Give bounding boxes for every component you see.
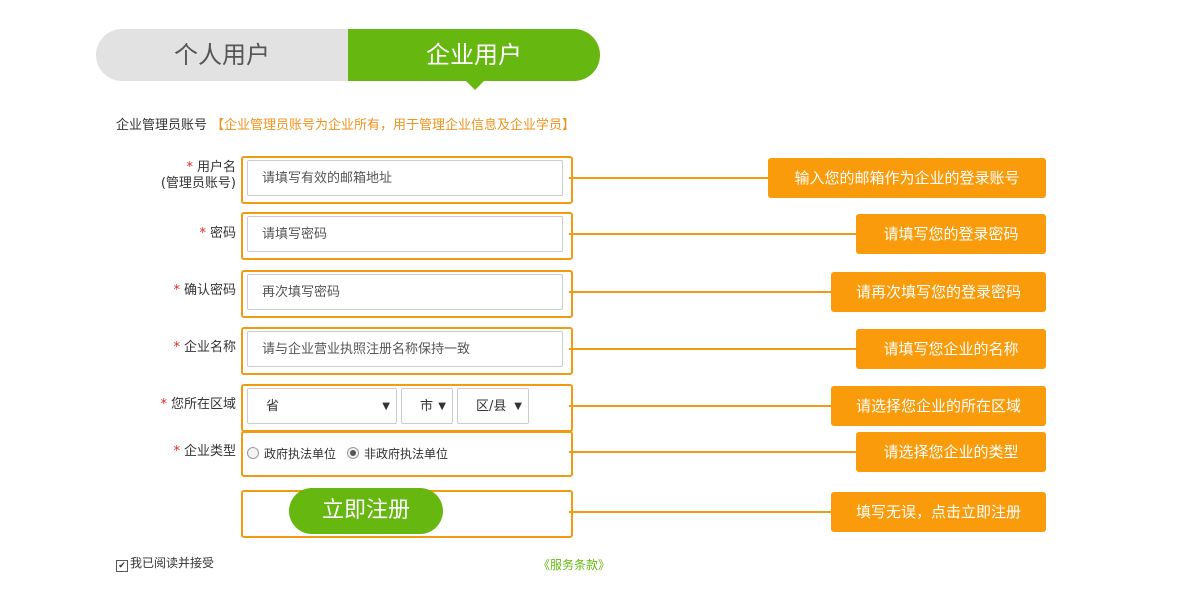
radio-non-gov[interactable] [347, 447, 359, 459]
register-tip: 填写无误，点击立即注册 [831, 492, 1046, 532]
agreement-checkbox[interactable]: ✔ [116, 560, 128, 572]
tab-personal-user[interactable]: 个人用户 [96, 29, 348, 81]
password-label-text: 密码 [209, 226, 236, 241]
region-label: *您所在区域 [110, 397, 236, 413]
notice-label: 企业管理员账号 [116, 118, 208, 133]
chevron-down-icon: ▼ [438, 401, 446, 412]
terms-of-service-link[interactable]: 《服务条款》 [538, 558, 611, 572]
password-tip: 请填写您的登录密码 [856, 214, 1046, 254]
province-select-value: 省 [266, 399, 280, 414]
company-type-tip: 请选择您企业的类型 [856, 432, 1046, 472]
region-connector [569, 405, 831, 407]
username-label: *用户名 (管理员账号) [110, 160, 236, 192]
company-type-label-text: 企业类型 [183, 444, 236, 459]
radio-gov[interactable] [247, 447, 259, 459]
user-type-tabs: 个人用户 企业用户 [96, 29, 600, 90]
district-select[interactable]: 区/县 ▼ [457, 388, 529, 424]
username-input[interactable] [247, 160, 563, 196]
username-label-text: 用户名 [196, 160, 236, 175]
required-mark: * [199, 226, 206, 241]
password-connector [569, 233, 856, 235]
company-type-frame: 政府执法单位 非政府执法单位 [241, 431, 573, 477]
city-select[interactable]: 市 ▼ [401, 388, 453, 424]
notice-hint: 【企业管理员账号为企业所有，用于管理企业信息及企业学员】 [211, 118, 576, 133]
required-mark: * [160, 397, 167, 412]
province-select[interactable]: 省 ▼ [247, 388, 397, 424]
region-label-text: 您所在区域 [170, 397, 236, 412]
confirm-password-connector [569, 291, 831, 293]
company-name-label-text: 企业名称 [183, 340, 236, 355]
company-name-frame [241, 327, 573, 375]
company-name-input[interactable] [247, 331, 563, 367]
username-frame [241, 156, 573, 204]
active-tab-pointer [466, 81, 484, 90]
required-mark: * [173, 340, 180, 355]
password-input[interactable] [247, 216, 563, 252]
chevron-down-icon: ▼ [382, 401, 390, 412]
city-select-value: 市 [420, 399, 434, 414]
company-name-tip: 请填写您企业的名称 [856, 329, 1046, 369]
register-frame: 立即注册 [241, 488, 573, 538]
tab-enterprise-user[interactable]: 企业用户 [348, 29, 600, 81]
company-name-label: *企业名称 [110, 340, 236, 356]
radio-gov-option[interactable]: 政府执法单位 [247, 445, 336, 462]
admin-account-notice: 企业管理员账号【企业管理员账号为企业所有，用于管理企业信息及企业学员】 [116, 114, 575, 133]
company-type-connector [569, 451, 856, 453]
password-label: *密码 [110, 226, 236, 242]
confirm-password-tip: 请再次填写您的登录密码 [831, 272, 1046, 312]
agreement-text: 我已阅读并接受 [130, 556, 215, 570]
confirm-password-label: *确认密码 [110, 283, 236, 299]
company-type-label: *企业类型 [110, 444, 236, 460]
username-label-subtext: (管理员账号) [160, 176, 236, 191]
username-connector [569, 177, 768, 179]
chevron-down-icon: ▼ [514, 401, 522, 412]
password-frame [241, 212, 573, 260]
confirm-password-input[interactable] [247, 274, 563, 310]
required-mark: * [186, 160, 193, 175]
district-select-value: 区/县 [476, 399, 507, 414]
confirm-password-label-text: 确认密码 [183, 283, 236, 298]
register-connector [569, 511, 831, 513]
register-button[interactable]: 立即注册 [289, 488, 443, 534]
region-tip: 请选择您企业的所在区域 [831, 386, 1046, 426]
confirm-password-frame [241, 270, 573, 318]
username-tip: 输入您的邮箱作为企业的登录账号 [768, 158, 1046, 198]
required-mark: * [173, 283, 180, 298]
radio-non-gov-option[interactable]: 非政府执法单位 [347, 445, 448, 462]
region-frame: 省 ▼ 市 ▼ 区/县 ▼ [241, 384, 573, 432]
radio-gov-label: 政府执法单位 [264, 447, 337, 461]
radio-non-gov-label: 非政府执法单位 [364, 447, 449, 461]
company-name-connector [569, 348, 856, 350]
required-mark: * [173, 444, 180, 459]
agreement-row: ✔我已阅读并接受 [116, 554, 214, 572]
